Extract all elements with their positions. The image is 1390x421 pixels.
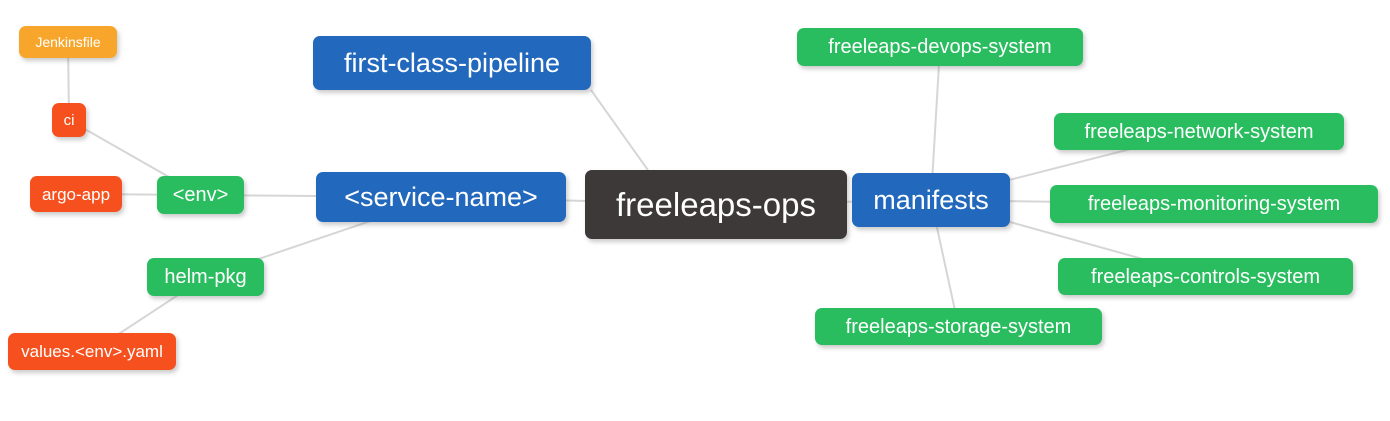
node-helm-pkg[interactable]: helm-pkg (147, 258, 264, 296)
node-values-env-yaml[interactable]: values.<env>.yaml (8, 333, 176, 370)
node-controls-system[interactable]: freeleaps-controls-system (1058, 258, 1353, 295)
node-argo-app[interactable]: argo-app (30, 176, 122, 212)
node-service-name[interactable]: <service-name> (316, 172, 566, 222)
node-storage-system[interactable]: freeleaps-storage-system (815, 308, 1102, 345)
node-devops-system[interactable]: freeleaps-devops-system (797, 28, 1083, 66)
node-ci[interactable]: ci (52, 103, 86, 137)
node-env[interactable]: <env> (157, 176, 244, 214)
node-monitoring-system[interactable]: freeleaps-monitoring-system (1050, 185, 1378, 223)
node-freeleaps-ops[interactable]: freeleaps-ops (585, 170, 847, 239)
node-jenkinsfile[interactable]: Jenkinsfile (19, 26, 117, 58)
edge-first-class-pipeline-to-freeleaps-ops (590, 89, 649, 171)
node-manifests[interactable]: manifests (852, 173, 1010, 227)
node-network-system[interactable]: freeleaps-network-system (1054, 113, 1344, 150)
node-first-class-pipeline[interactable]: first-class-pipeline (313, 36, 591, 90)
